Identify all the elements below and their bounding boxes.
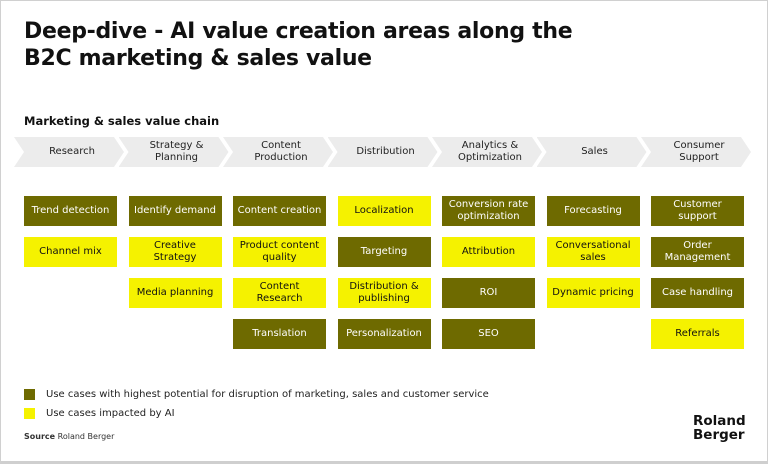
stage-chevron: Strategy & Planning — [118, 137, 229, 167]
use-case-box: Creative Strategy — [128, 237, 222, 267]
use-case-box: Customer support — [651, 196, 744, 226]
legend-swatch-dark — [24, 389, 35, 400]
source-text: Roland Berger — [57, 432, 115, 441]
legend-item-yellow: Use cases impacted by AI — [24, 408, 175, 419]
stage-chevron: Content Production — [223, 137, 333, 167]
use-case-box: Trend detection — [24, 196, 117, 226]
use-case-box: Forecasting — [546, 196, 640, 226]
source-label: Source — [24, 432, 56, 441]
use-case-box: Product content quality — [233, 237, 326, 267]
legend-label: Use cases impacted by AI — [46, 408, 175, 419]
use-case-box: ROI — [442, 278, 535, 308]
use-case-box: Content creation — [233, 196, 326, 226]
use-case-box: Dynamic pricing — [546, 278, 640, 308]
use-case-box: Case handling — [651, 278, 744, 308]
page-title: Deep-dive - AI value creation areas alon… — [24, 19, 573, 71]
use-case-box: Distribution & publishing — [337, 278, 431, 308]
use-case-box: Targeting — [337, 237, 431, 267]
use-case-box: Order Management — [651, 237, 744, 267]
legend-swatch-yellow — [24, 408, 35, 419]
stage-chevron: Sales — [536, 137, 647, 167]
legend-label: Use cases with highest potential for dis… — [46, 389, 489, 400]
stage-chevron: Analytics & Optimization — [432, 137, 542, 167]
roland-berger-logo: Roland Berger — [693, 414, 753, 442]
use-case-box: Translation — [233, 319, 326, 349]
use-case-box: Attribution — [442, 237, 535, 267]
legend-item-dark: Use cases with highest potential for dis… — [24, 389, 489, 400]
logo-text: Roland Berger — [693, 413, 746, 443]
use-case-box: SEO — [442, 319, 535, 349]
use-case-box: Media planning — [128, 278, 222, 308]
use-case-box: Localization — [337, 196, 431, 226]
use-case-box: Conversion rate optimization — [442, 196, 535, 226]
use-case-box: Channel mix — [24, 237, 117, 267]
use-case-box: Referrals — [651, 319, 744, 349]
use-case-box: Conversational sales — [546, 237, 640, 267]
section-subtitle: Marketing & sales value chain — [24, 114, 220, 128]
use-case-box: Personalization — [337, 319, 431, 349]
stage-chevron: Research — [14, 137, 124, 167]
use-case-box: Identify demand — [128, 196, 222, 226]
source-note: Source Roland Berger — [24, 432, 114, 441]
stage-chevron: Distribution — [327, 137, 438, 167]
use-case-box: Content Research — [233, 278, 326, 308]
stage-chevron: Consumer Support — [641, 137, 751, 167]
